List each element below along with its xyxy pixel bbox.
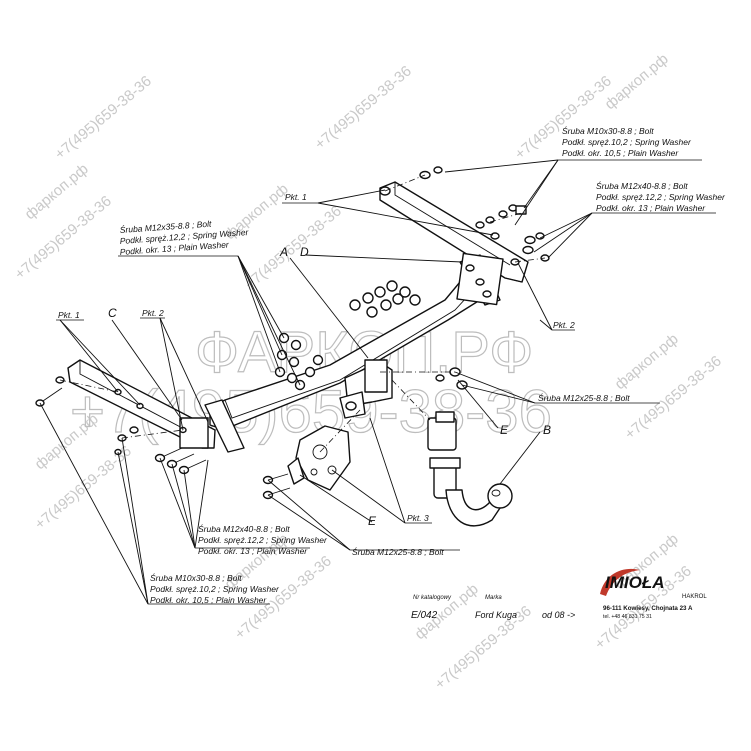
watermark-site: фаркоп.рф <box>612 330 682 393</box>
callout-bottom-bolt: Śruba M12x25-8.8 ; Bolt <box>352 546 444 557</box>
right-mounting-plate <box>379 181 529 283</box>
callout-line: Podkł. okr. 13 ; Plain Washer <box>198 546 308 556</box>
label-C: C <box>108 306 117 320</box>
label-B: B <box>543 423 551 437</box>
assembly-lines <box>59 174 546 453</box>
watermark-phone: +7(495)659-38-36 <box>52 73 155 163</box>
label-pkt1-top: Pkt. 1 <box>285 192 307 202</box>
brand-label: Marka <box>485 595 502 601</box>
nut-cluster <box>349 280 421 318</box>
callout-top-right-2: Śruba M12x40-8.8 ; Bolt Podkł. spręż.12,… <box>596 180 726 213</box>
label-E-bottom: E <box>368 514 377 528</box>
label-pkt2-left: Pkt. 2 <box>142 308 164 318</box>
callout-top-right-1: Śruba M10x30-8.8 ; Bolt Podkł. spręż.10,… <box>562 125 692 158</box>
brand-value: Ford Kuga <box>475 610 517 620</box>
nut-column-left <box>274 332 324 391</box>
callout-bottom-left: Śruba M10x30-8.8 ; Bolt Podkł. spręż.10,… <box>150 572 280 605</box>
title-block: Nr katalogowy E/042 Marka Ford Kuga od 0… <box>411 568 707 621</box>
company-address: 96-111 Kowiesy, Chojnata 23 A <box>603 605 693 612</box>
callout-line: Podkł. okr. 13 ; Plain Washer <box>596 203 706 213</box>
catalog-label: Nr katalogowy <box>413 595 452 601</box>
logo-name: IMIOŁA <box>605 573 665 592</box>
logo-sub: HAKROL <box>682 594 707 600</box>
callout-line: Śruba M12x25-8.8 ; Bolt <box>538 392 630 403</box>
callout-bottom-mid: Śruba M12x40-8.8 ; Bolt Podkł. spręż.12,… <box>198 523 328 556</box>
reference-labels: Pkt. 1 Pkt. 1 Pkt. 2 Pkt. 2 Pkt. 3 A D C… <box>58 192 575 528</box>
callout-line: Śruba M12x40-8.8 ; Bolt <box>198 523 290 534</box>
logo-swoosh-icon <box>600 568 640 596</box>
label-A: A <box>279 245 288 259</box>
callout-line: Podkł. spręż.12,2 ; Spring Washer <box>596 192 726 202</box>
callout-line: Podkł. okr. 10,5 ; Plain Washer <box>562 148 679 158</box>
label-pkt3: Pkt. 3 <box>407 513 429 523</box>
year-value: od 08 -> <box>542 610 575 620</box>
callout-line: Śruba M12x40-8.8 ; Bolt <box>596 180 688 191</box>
label-pkt2-right: Pkt. 2 <box>553 320 575 330</box>
company-phone: tel. +48 46 831 75 31 <box>603 614 652 620</box>
callout-right-bolt: Śruba M12x25-8.8 ; Bolt <box>538 392 630 403</box>
detachable-ball-receiver <box>427 411 461 499</box>
callout-line: Podkł. spręż.12,2 ; Spring Washer <box>198 535 328 545</box>
callout-line: Śruba M12x25-8.8 ; Bolt <box>352 546 444 557</box>
label-D: D <box>300 245 309 259</box>
tow-ball-neck <box>445 483 513 527</box>
main-crossbar <box>204 252 504 453</box>
callout-line: Podkł. okr. 10,5 ; Plain Washer <box>150 595 267 605</box>
callout-line: Podkł. spręż.10,2 ; Spring Washer <box>562 137 692 147</box>
label-E-right: E <box>500 423 509 437</box>
callout-line: Śruba M10x30-8.8 ; Bolt <box>562 125 654 136</box>
watermark-phone: +7(495)659-38-36 <box>312 63 415 153</box>
leader-lines <box>39 159 716 605</box>
watermark-site: фаркоп.рф <box>602 50 672 113</box>
bolt-group-top <box>419 166 550 262</box>
callout-line: Śruba M10x30-8.8 ; Bolt <box>150 572 242 583</box>
fasteners <box>35 166 550 500</box>
callout-line: Podkł. spręż.10,2 ; Spring Washer <box>150 584 280 594</box>
company-logo: IMIOŁA HAKROL <box>600 568 707 600</box>
label-pkt1-left: Pkt. 1 <box>58 310 80 320</box>
catalog-value: E/042 <box>411 610 438 621</box>
